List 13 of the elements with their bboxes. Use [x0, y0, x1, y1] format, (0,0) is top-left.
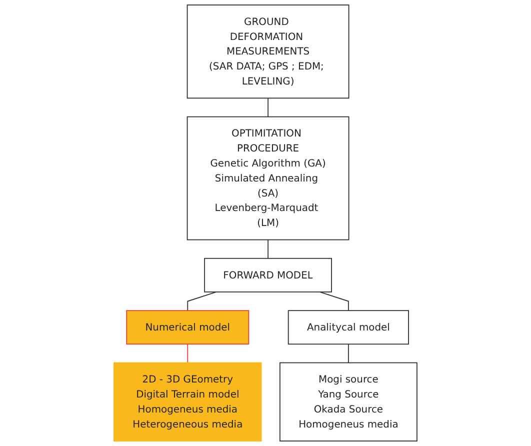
- connector: [319, 291, 349, 312]
- connector: [268, 98, 269, 118]
- node-box: GROUND DEFORMATION MEASUREMENTS (SAR DATA; GPS ; EDM; LEVELING): [186, 4, 350, 99]
- connector: [187, 344, 188, 364]
- node-box: Analitycal model: [288, 310, 410, 345]
- node-box: Numerical model: [126, 310, 250, 345]
- connector: [187, 291, 217, 312]
- node-box: 2D - 3D GEometry Digital Terrain model Homogeneus media Heterogeneous media: [114, 362, 262, 442]
- node-box: OPTIMITATION PROCEDURE Genetic Algorithm (GA) Simulated Annealing (SA) Levenberg-Marquadt (LM): [186, 116, 350, 240]
- connector: [348, 344, 349, 364]
- connector: [268, 239, 269, 259]
- node-box: FORWARD MODEL: [204, 258, 332, 292]
- node-box: Mogi source Yang Source Okada Source Homogeneus media: [280, 362, 418, 442]
